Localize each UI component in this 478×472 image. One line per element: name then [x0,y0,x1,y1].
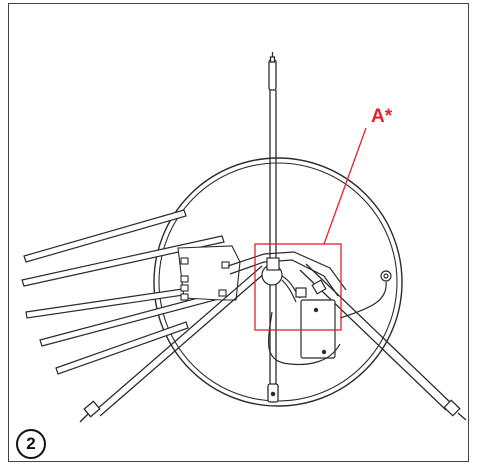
vertical-mast [267,52,279,403]
callout-highlight [254,127,367,331]
support-arm [227,251,347,297]
dipole-elements [21,209,232,375]
clamp-bracket [177,245,241,301]
amplifier-box [268,299,341,366]
step-number-badge: 2 [16,429,46,459]
diagonal-legs [79,263,467,423]
central-hub [261,257,327,303]
callout-label: A* [371,106,393,127]
f-connector [339,270,392,319]
